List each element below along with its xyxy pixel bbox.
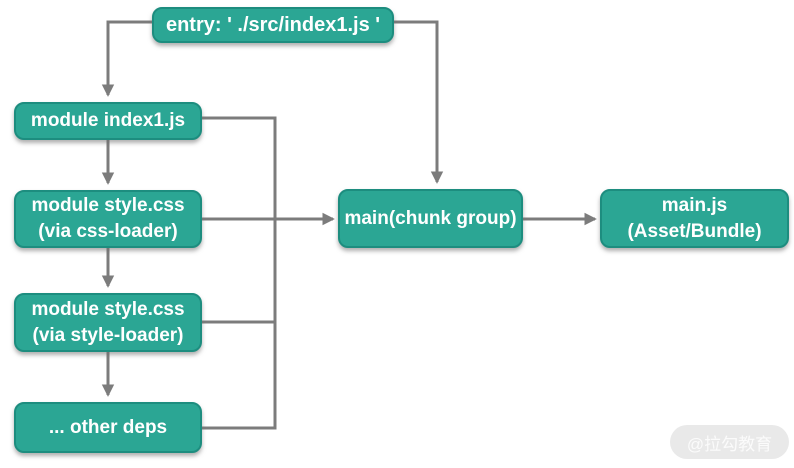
watermark-badge: @拉勾教育 (670, 425, 789, 459)
node-entry: entry: ' ./src/index1.js ' (152, 7, 394, 43)
node-module-style-css-loader: module style.css (via css-loader) (14, 190, 202, 248)
node-asset-bundle-line2: (Asset/Bundle) (627, 220, 762, 242)
node-module-style-style-loader: module style.css (via style-loader) (14, 293, 202, 352)
edge-entry-to-chunk-group (394, 20, 444, 184)
node-main-js-asset-bundle: main.js (Asset/Bundle) (600, 189, 789, 248)
node-chunk-group-label: main(chunk group) (344, 207, 517, 229)
node-module-index1-label: module index1.js (30, 110, 186, 131)
node-entry-label: entry: ' ./src/index1.js ' (165, 14, 381, 36)
node-asset-bundle-line1: main.js (661, 194, 728, 216)
edge-entry-to-index1 (101, 20, 152, 97)
node-style-loader-line2: (via style-loader) (32, 324, 184, 346)
node-css-loader-line2: (via css-loader) (38, 221, 178, 242)
node-module-index1: module index1.js (14, 102, 202, 140)
node-css-loader-line1: module style.css (31, 195, 185, 216)
node-main-chunk-group: main(chunk group) (338, 189, 523, 248)
node-style-loader-line1: module style.css (31, 298, 185, 320)
node-other-deps-label: ... other deps (48, 416, 168, 438)
node-other-deps: ... other deps (14, 402, 202, 453)
watermark-text: @拉勾教育 (686, 434, 773, 454)
